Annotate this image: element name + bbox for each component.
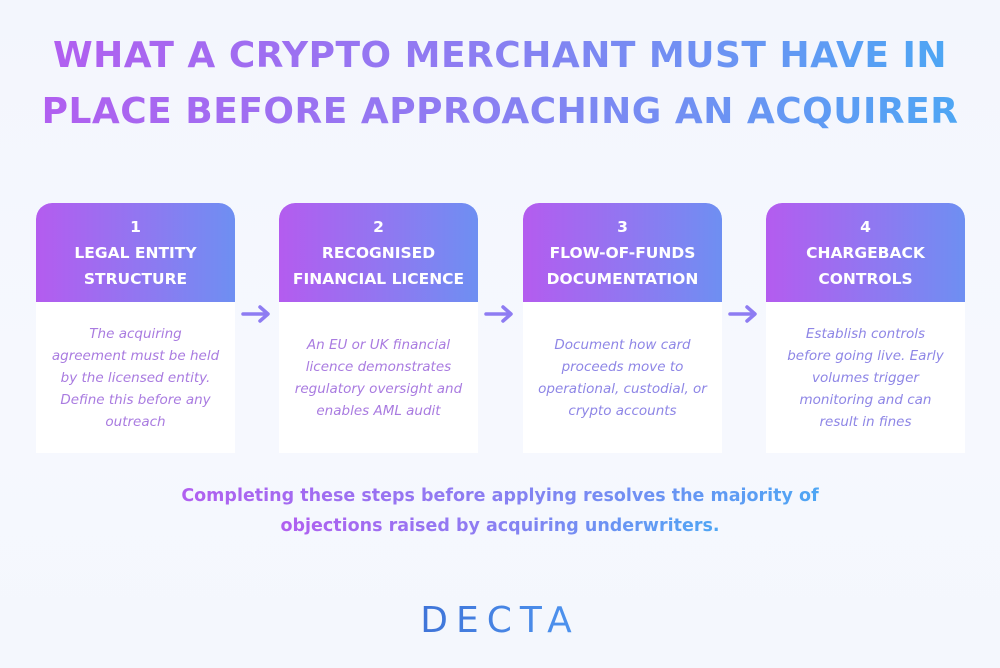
summary-note: Completing these steps before applying r… [0,481,1000,541]
step-title-line-1: RECOGNISED [321,244,436,262]
step-title-line-1: CHARGEBACK [806,244,925,262]
step-card-header: 4 CHARGEBACK CONTROLS [766,203,965,302]
desc-line: volumes trigger [812,369,919,386]
desc-line: Document how card [554,336,691,353]
desc-line: An EU or UK financial [306,336,451,353]
arrow-right-icon [728,305,757,323]
desc-line: Define this before any [60,391,211,408]
steps-row: 1 LEGAL ENTITY STRUCTURE The acquiring a… [0,203,1000,453]
step-card-2: 2 RECOGNISED FINANCIAL LICENCE An EU or … [279,203,478,453]
step-title-line-1: FLOW-OF-FUNDS [549,244,696,262]
step-card-4: 4 CHARGEBACK CONTROLS Establish controls… [766,203,965,453]
step-title-line-2: FINANCIAL LICENCE [292,270,465,288]
desc-line: outreach [105,413,166,430]
step-description: Establish controls before going live. Ea… [787,323,944,433]
desc-line: monitoring and can [799,391,932,408]
desc-line: before going live. Early [787,347,944,364]
desc-line: result in fines [819,413,912,430]
step-number: 1 [130,218,141,236]
arrow-right-icon [241,305,270,323]
step-description: Document how card proceeds move to opera… [538,334,707,422]
desc-line: regulatory oversight and [294,380,463,397]
step-description: An EU or UK financial licence demonstrat… [295,334,462,422]
logo-text: DECTA [420,600,580,641]
summary-line-1: Completing these steps before applying r… [181,486,819,506]
arrow-right-icon [484,305,513,323]
title-line-2: PLACE BEFORE APPROACHING AN ACQUIRER [42,84,959,140]
step-card-body: Document how card proceeds move to opera… [523,302,722,453]
step-title-line-2: CONTROLS [818,270,913,288]
step-title-line-1: LEGAL ENTITY [74,244,197,262]
step-card-1: 1 LEGAL ENTITY STRUCTURE The acquiring a… [36,203,235,453]
desc-line: Establish controls [805,325,926,342]
step-number: 4 [860,218,871,236]
desc-line: enables AML audit [316,402,441,419]
step-card-body: An EU or UK financial licence demonstrat… [279,302,478,453]
desc-line: by the licensed entity. [60,369,211,386]
page-title: WHAT A CRYPTO MERCHANT MUST HAVE IN PLAC… [0,28,1000,140]
step-title-line-2: DOCUMENTATION [546,270,699,288]
step-description: The acquiring agreement must be held by … [52,323,219,433]
title-line-1: WHAT A CRYPTO MERCHANT MUST HAVE IN [53,28,947,84]
desc-line: agreement must be held [51,347,220,364]
step-card-body: The acquiring agreement must be held by … [36,302,235,453]
desc-line: crypto accounts [568,402,677,419]
step-card-header: 1 LEGAL ENTITY STRUCTURE [36,203,235,302]
desc-line: licence demonstrates [305,358,452,375]
step-card-header: 3 FLOW-OF-FUNDS DOCUMENTATION [523,203,722,302]
step-card-body: Establish controls before going live. Ea… [766,302,965,453]
step-card-header: 2 RECOGNISED FINANCIAL LICENCE [279,203,478,302]
summary-line-2: objections raised by acquiring underwrit… [280,516,720,536]
desc-line: The acquiring [89,325,182,342]
desc-line: proceeds move to [561,358,684,375]
step-title-line-2: STRUCTURE [83,270,188,288]
step-card-3: 3 FLOW-OF-FUNDS DOCUMENTATION Document h… [523,203,722,453]
step-number: 3 [617,218,628,236]
step-number: 2 [373,218,384,236]
decta-logo: DECTA [0,597,1000,645]
desc-line: operational, custodial, or [538,380,707,397]
